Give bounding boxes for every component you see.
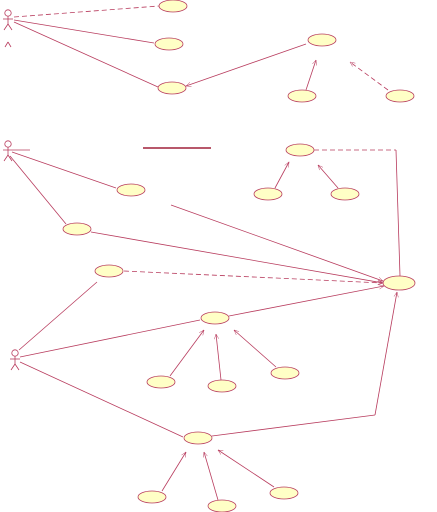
use-case-b3[interactable] xyxy=(330,187,360,201)
rel-right-hub xyxy=(374,292,397,416)
rel-b4-hub xyxy=(170,204,383,281)
actor-top[interactable] xyxy=(3,9,13,31)
rel-b5-hub xyxy=(90,231,383,283)
rel-m1-hub xyxy=(228,286,384,317)
assoc-a-b5 xyxy=(9,155,67,225)
use-case-n3[interactable] xyxy=(207,499,237,512)
rel-m4-m1 xyxy=(234,330,277,368)
use-case-t4[interactable] xyxy=(307,33,337,47)
use-case-t3[interactable] xyxy=(157,81,187,95)
use-case-t6[interactable] xyxy=(385,89,415,103)
rel-t4-t3 xyxy=(186,43,307,86)
rel-n2-n1 xyxy=(161,452,187,492)
rel-n3-n1 xyxy=(204,452,219,501)
use-case-hub[interactable] xyxy=(382,275,416,291)
use-case-t1[interactable] xyxy=(158,0,188,13)
use-case-m2[interactable] xyxy=(146,375,176,389)
use-case-m1[interactable] xyxy=(200,311,230,325)
use-case-t5[interactable] xyxy=(287,89,317,103)
actor-b[interactable] xyxy=(10,349,20,371)
assoc-actor-uc1 xyxy=(13,5,160,18)
assoc-b-bottom xyxy=(19,361,184,438)
actor-a[interactable] xyxy=(3,140,30,162)
rel-n1-right xyxy=(211,414,376,437)
use-case-b5[interactable] xyxy=(62,222,92,236)
use-case-b1[interactable] xyxy=(285,143,315,157)
assoc-actor-uc3 xyxy=(13,21,159,88)
lower-diagram xyxy=(3,140,416,512)
rel-b6-hub xyxy=(123,270,383,283)
rel-t5-t4 xyxy=(305,60,316,91)
assoc-actor-uc2 xyxy=(13,19,155,44)
use-case-b2[interactable] xyxy=(253,187,283,201)
use-case-m3[interactable] xyxy=(207,379,237,393)
rel-n4-n1 xyxy=(218,449,275,488)
rel-b3-b1 xyxy=(318,165,339,189)
rel-b2-b1 xyxy=(274,162,290,189)
top-diagram xyxy=(3,0,415,103)
assoc-b-mid xyxy=(19,319,201,358)
use-case-b4[interactable] xyxy=(116,183,146,197)
rel-t6-t4 xyxy=(350,62,389,91)
assoc-a-b4 xyxy=(11,151,117,189)
use-case-m4[interactable] xyxy=(270,366,300,380)
use-case-n4[interactable] xyxy=(269,486,299,500)
rel-right-down xyxy=(395,149,401,277)
use-case-b6[interactable] xyxy=(94,264,124,278)
rel-m3-m1 xyxy=(216,334,222,381)
use-case-n2[interactable] xyxy=(137,490,167,504)
rel-m2-m1 xyxy=(169,330,204,377)
actor-top-small xyxy=(4,41,12,48)
use-case-n1[interactable] xyxy=(183,431,213,445)
use-case-t2[interactable] xyxy=(154,37,184,51)
assoc-b-b6 xyxy=(18,281,98,351)
